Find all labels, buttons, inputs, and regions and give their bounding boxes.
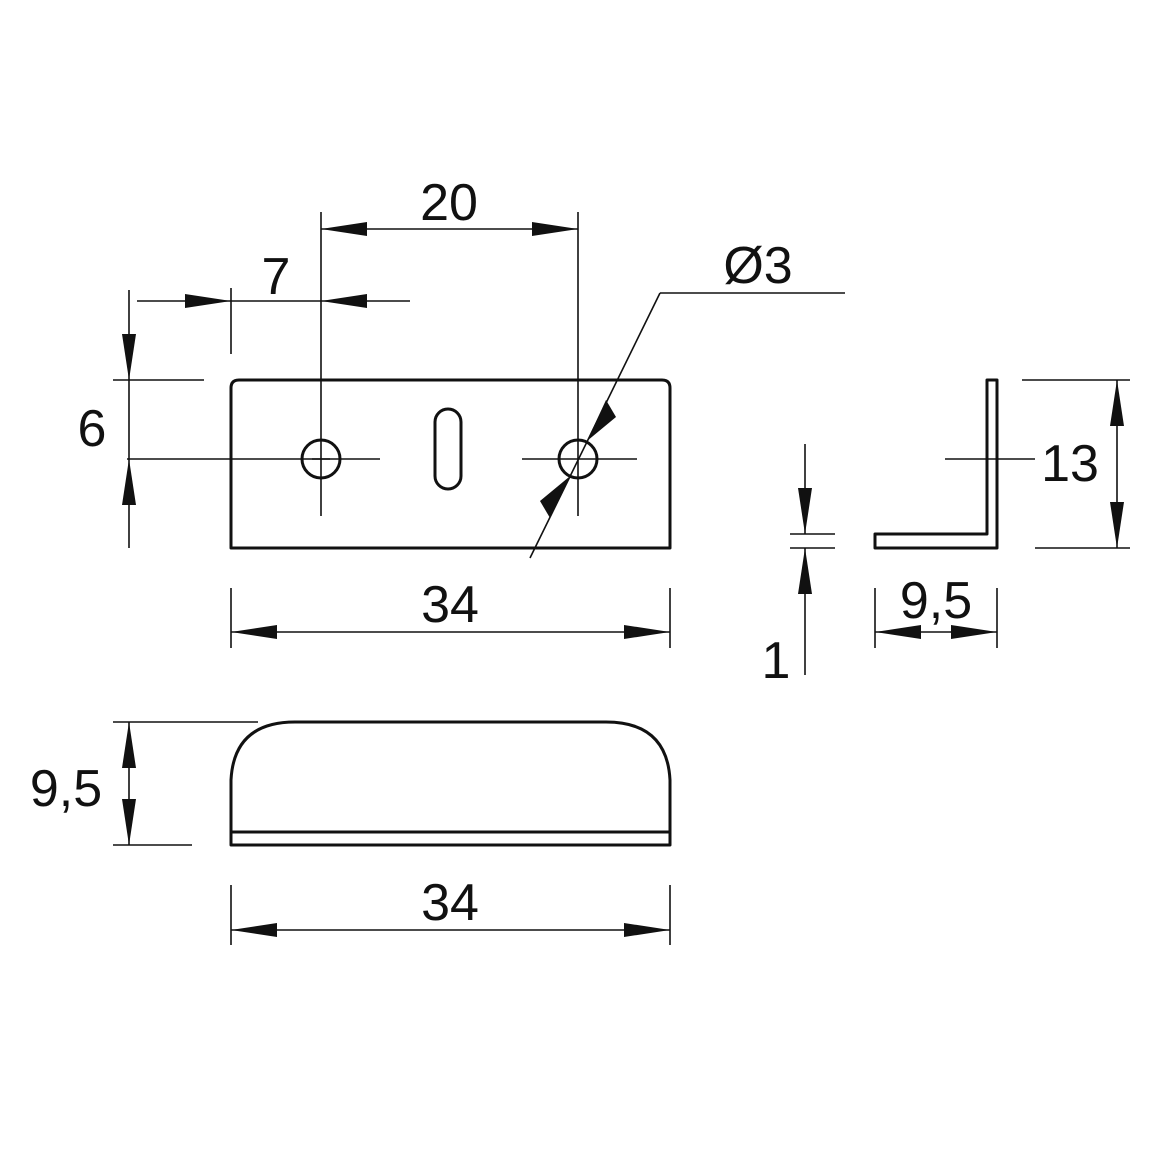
dim-34-top-arrow-left xyxy=(231,923,277,937)
side-view: 13 9,5 1 xyxy=(762,378,1130,690)
center-slot xyxy=(433,407,463,491)
dim-9-5-top-arrow-bottom xyxy=(122,799,136,845)
dim-34-top-arrow-right xyxy=(624,923,670,937)
dim-1-arrow-top xyxy=(798,488,812,534)
dim-34-front-label: 34 xyxy=(421,576,479,634)
dim-13-arrow-bottom xyxy=(1110,502,1124,548)
dim-13-arrow-top xyxy=(1110,380,1124,426)
dim-9-5-side-arrow-left xyxy=(875,625,921,639)
dim-9-5-side-arrow-right xyxy=(951,625,997,639)
dia-3-arrow-bottom xyxy=(540,477,569,518)
dim-7-label: 7 xyxy=(262,248,291,306)
dim-20-label: 20 xyxy=(420,174,478,232)
top-view-outline xyxy=(229,720,672,847)
dim-9-5-side-label: 9,5 xyxy=(900,572,972,630)
dim-6-label: 6 xyxy=(78,400,107,458)
dim-20-arrow-right xyxy=(532,222,578,236)
dim-20-arrow-left xyxy=(321,222,367,236)
top-view: 9,5 34 xyxy=(30,720,672,945)
dia-3-label: Ø3 xyxy=(723,237,792,295)
dim-34-front-arrow-left xyxy=(231,625,277,639)
dim-34-front-arrow-right xyxy=(624,625,670,639)
dim-34-top-label: 34 xyxy=(421,874,479,932)
dim-7-arrow-right xyxy=(321,294,367,308)
dim-9-5-top-label: 9,5 xyxy=(30,760,102,818)
dim-1-arrow-bottom xyxy=(798,548,812,594)
dim-6-arrow-bottom xyxy=(122,459,136,505)
dim-1-label: 1 xyxy=(762,632,791,690)
side-view-profile xyxy=(873,378,999,550)
dim-9-5-top-arrow-top xyxy=(122,722,136,768)
front-view: 20 7 6 Ø3 34 xyxy=(78,174,845,648)
dim-13-label: 13 xyxy=(1041,435,1099,493)
dim-7-arrow-left xyxy=(185,294,231,308)
front-view-outline xyxy=(229,378,672,550)
dim-6-arrow-top xyxy=(122,334,136,380)
dia-3-arrow-top xyxy=(587,400,616,441)
